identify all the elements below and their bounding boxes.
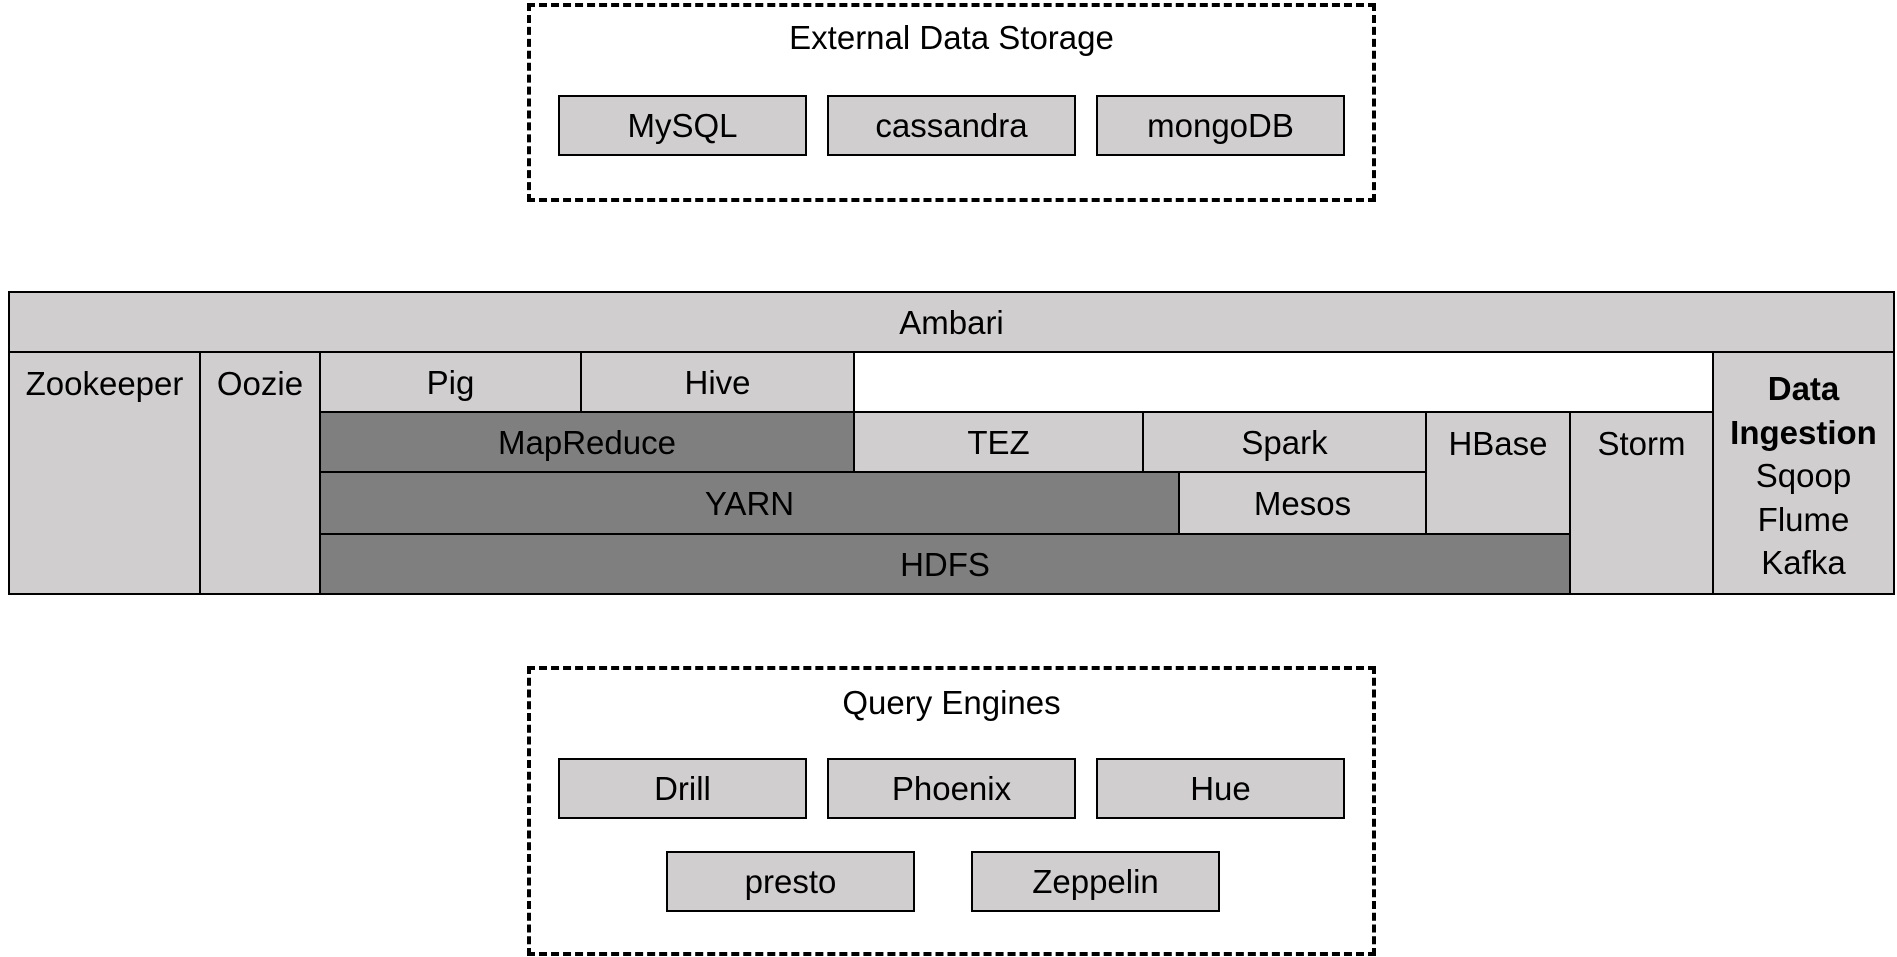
data-ingestion-title-line2: Ingestion [1730,413,1877,451]
mongodb-box: mongoDB [1096,95,1345,156]
oozie-box: Oozie [199,351,321,595]
hdfs-box: HDFS [319,533,1571,595]
sqoop-label: Sqoop [1755,457,1852,495]
tez-box: TEZ [853,411,1144,473]
cassandra-box: cassandra [827,95,1076,156]
phoenix-box: Phoenix [827,758,1076,819]
zeppelin-box: Zeppelin [971,851,1220,912]
data-ingestion-box: Data Ingestion Sqoop Flume Kafka [1712,351,1895,595]
hue-box: Hue [1096,758,1345,819]
empty-slot-box [853,351,1714,413]
mysql-box: MySQL [558,95,807,156]
hive-box: Hive [580,351,855,413]
storm-box: Storm [1569,411,1714,595]
spark-box: Spark [1142,411,1427,473]
external-data-storage-title: External Data Storage [789,19,1114,56]
ambari-box: Ambari [8,291,1895,353]
presto-box: presto [666,851,915,912]
zookeeper-box: Zookeeper [8,351,201,595]
hbase-box: HBase [1425,411,1571,535]
flume-label: Flume [1757,500,1850,538]
drill-box: Drill [558,758,807,819]
query-engines-title: Query Engines [842,684,1061,721]
mesos-box: Mesos [1178,471,1427,535]
yarn-box: YARN [319,471,1180,535]
pig-box: Pig [319,351,582,413]
mapreduce-box: MapReduce [319,411,855,473]
kafka-label: Kafka [1761,544,1846,582]
data-ingestion-title-line1: Data [1767,370,1840,407]
